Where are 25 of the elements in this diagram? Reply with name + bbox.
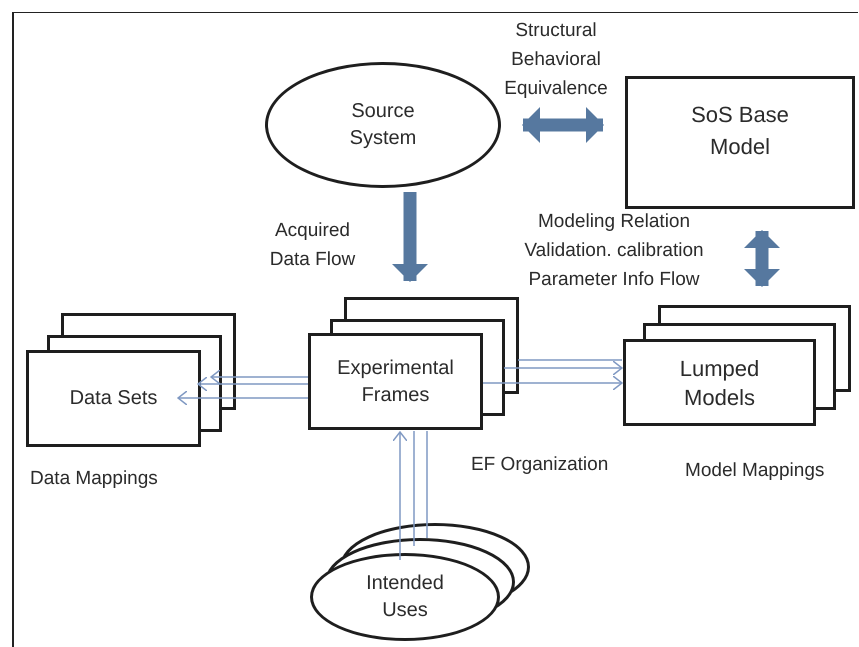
annotation-text: Model Mappings — [685, 459, 824, 483]
block-arrow — [744, 230, 780, 287]
arrow — [392, 431, 408, 560]
node-text: Source System — [348, 99, 418, 151]
process-box — [623, 339, 816, 426]
node-text: Experimental Frames — [336, 356, 455, 408]
edge-label: Structural Behavioral Equivalence — [503, 19, 609, 101]
arrow — [210, 369, 308, 385]
process-box — [308, 333, 483, 430]
process-box — [26, 350, 201, 447]
arrow — [483, 375, 623, 391]
node-text: SoS Base Model — [690, 101, 790, 161]
arrow — [177, 390, 308, 406]
node-text: Lumped Models — [678, 354, 760, 412]
edge-label: Modeling Relation Validation. calibration Parameter Info Flow — [523, 210, 705, 292]
annotation-text: Data Mappings — [30, 467, 158, 491]
node-text: Data Sets — [70, 386, 158, 411]
block-arrow — [392, 192, 428, 282]
block-arrow — [522, 107, 604, 143]
node-text: Intended Uses — [365, 571, 445, 623]
edge-label: Acquired Data Flow — [268, 219, 356, 272]
arrow — [504, 360, 623, 376]
annotation-text: EF Organization — [471, 453, 608, 477]
process-box — [625, 76, 855, 209]
arrow — [197, 376, 308, 392]
